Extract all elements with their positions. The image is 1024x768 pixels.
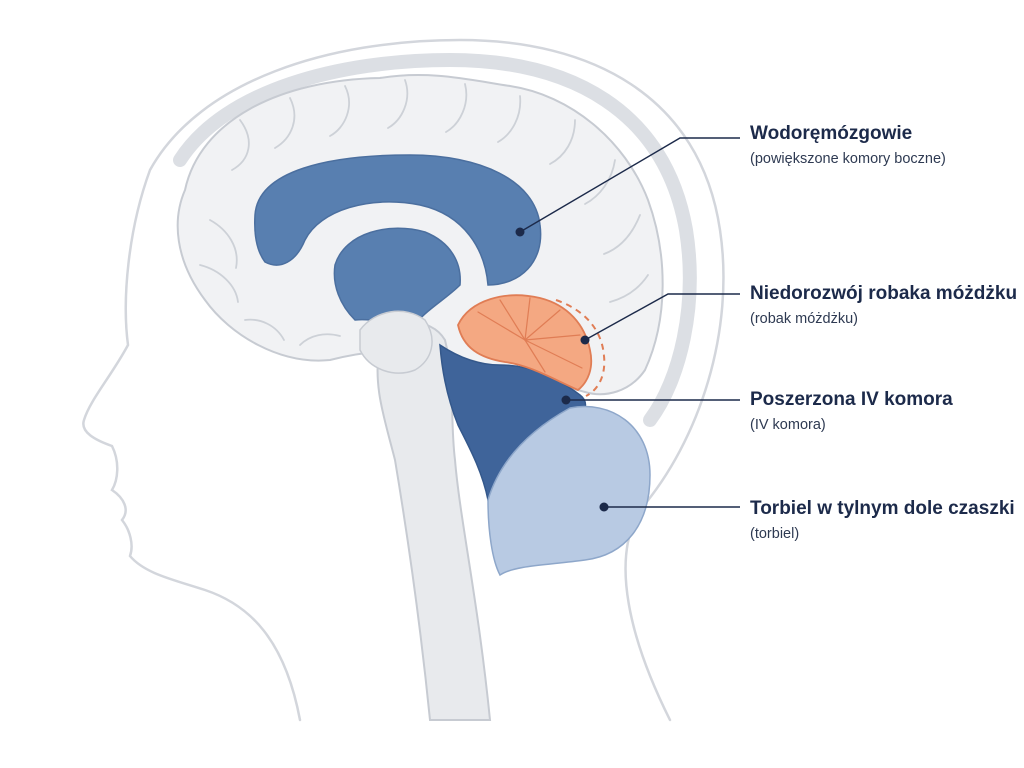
callout-subtitle: (IV komora): [750, 417, 826, 433]
skull-band: [173, 52, 697, 427]
leader-lines: [519, 137, 740, 508]
callout-cyst: Torbiel w tylnym dole czaszki (torbiel): [750, 497, 1020, 545]
brainstem: [376, 322, 492, 721]
leader-line-vermis: [584, 293, 740, 341]
leader-line-hydrocephalus: [519, 137, 740, 233]
leader-dot-vermis: [580, 335, 590, 345]
callout-subtitle: (robak móżdżku): [750, 311, 858, 327]
head-silhouette: [82, 38, 725, 722]
thalamus: [359, 310, 433, 374]
lateral-ventricle: [254, 154, 542, 286]
leader-dot-hydrocephalus: [515, 227, 525, 237]
cerebellar-vermis: [457, 294, 593, 392]
callout-title: Niedorozwój robaka móżdżku: [750, 283, 1018, 304]
callout-title: Torbiel w tylnym dole czaszki: [750, 498, 1015, 519]
leader-dot-fourth-ventricle: [561, 395, 571, 405]
callout-vermis: Niedorozwój robaka móżdżku (robak móżdżk…: [750, 282, 1020, 330]
cerebrum-gyri: [199, 79, 649, 346]
vermis-folia: [477, 297, 583, 373]
posterior-fossa-cyst: [487, 405, 651, 577]
third-ventricle: [333, 227, 461, 331]
leader-dot-cyst: [599, 502, 609, 512]
callout-title: Wodoręmózgowie: [750, 123, 913, 144]
callout-subtitle: (torbiel): [750, 526, 800, 542]
leader-dots: [515, 227, 609, 512]
missing-vermis-outline: [555, 299, 606, 397]
callout-hydrocephalus: Wodoręmózgowie (powiększone komory boczn…: [750, 122, 1020, 170]
callout-fourth-ventricle: Poszerzona IV komora (IV komora): [750, 388, 1020, 436]
callout-subtitle: (powiększone komory boczne): [750, 151, 946, 167]
callout-title: Poszerzona IV komora: [750, 389, 953, 410]
